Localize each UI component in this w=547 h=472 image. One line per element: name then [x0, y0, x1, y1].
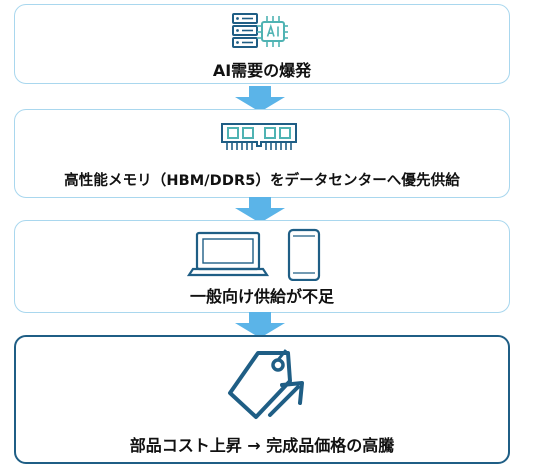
down-arrow-icon: [235, 197, 285, 223]
step-hbm-priority-supply: 高性能メモリ（HBM/DDR5）をデータセンターへ優先供給: [14, 109, 510, 198]
step-label: AI需要の爆発: [212, 61, 312, 80]
memory-module-icon: [221, 123, 297, 150]
step-label: 部品コスト上昇 → 完成品価格の高騰: [129, 436, 395, 455]
price-tag-up-arrow-icon: [228, 349, 304, 419]
down-arrow-icon: [235, 86, 285, 112]
down-arrow-icon: [235, 312, 285, 338]
ai-chip-server-icon: [232, 13, 288, 48]
step-ai-demand: AI需要の爆発: [14, 4, 510, 84]
step-label: 一般向け供給が不足: [189, 287, 334, 306]
step-price-surge: 部品コスト上昇 → 完成品価格の高騰: [14, 335, 510, 464]
step-consumer-shortage: 一般向け供給が不足: [14, 220, 510, 313]
step-label: 高性能メモリ（HBM/DDR5）をデータセンターへ優先供給: [64, 173, 460, 189]
laptop-smartphone-icon: [186, 228, 321, 281]
